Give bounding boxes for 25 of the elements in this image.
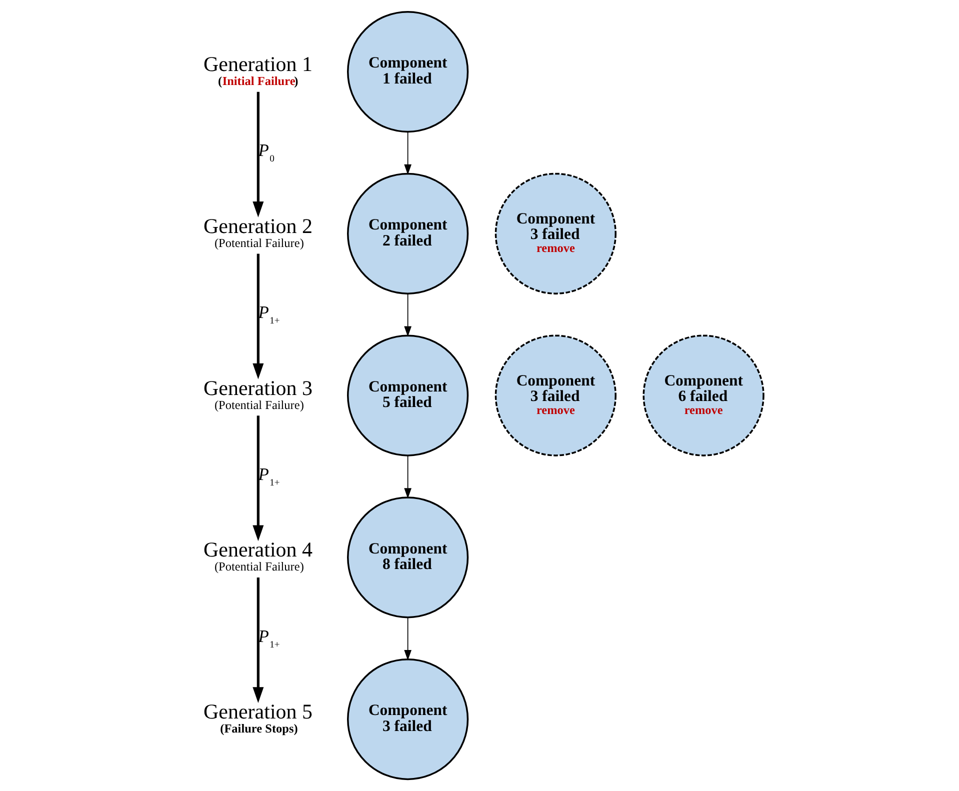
node-circle: Component 5 failed bbox=[346, 334, 468, 456]
node-text: Generation 1 (Initial Failure) bbox=[203, 52, 312, 88]
node-text: Generation 5 (Failure Stops) bbox=[203, 700, 312, 736]
arrow bbox=[404, 455, 411, 499]
node-circle: Component 3 failed remove bbox=[494, 172, 616, 294]
arrow bbox=[404, 293, 411, 337]
edge-label: P$_{0}$ bbox=[258, 140, 274, 165]
node-circle: Component 6 failed remove bbox=[642, 334, 764, 456]
node-circle: Component 1 failed bbox=[346, 10, 468, 133]
edge-label: P$_{1+}$ bbox=[258, 464, 280, 488]
edge-label: P$_{1+}$ bbox=[258, 302, 280, 327]
node-text: Generation 4 (Potential Failure) bbox=[203, 538, 312, 574]
node-text: Generation 2 (Potential Failure) bbox=[203, 214, 312, 250]
arrow bbox=[252, 416, 264, 542]
node-text: Generation 3 (Potential Failure) bbox=[203, 376, 312, 412]
arrow bbox=[404, 131, 411, 175]
node-circle: Component 3 failed remove bbox=[494, 334, 616, 456]
node-circle: Component 3 failed bbox=[346, 658, 468, 780]
arrow bbox=[404, 616, 411, 660]
edge-label: P$_{1+}$ bbox=[258, 626, 280, 650]
arrow bbox=[252, 578, 264, 703]
node-circle: Component 2 failed bbox=[346, 172, 468, 294]
node-circle: Component 8 failed bbox=[346, 496, 468, 618]
arrow bbox=[252, 92, 264, 218]
arrow bbox=[252, 254, 264, 380]
